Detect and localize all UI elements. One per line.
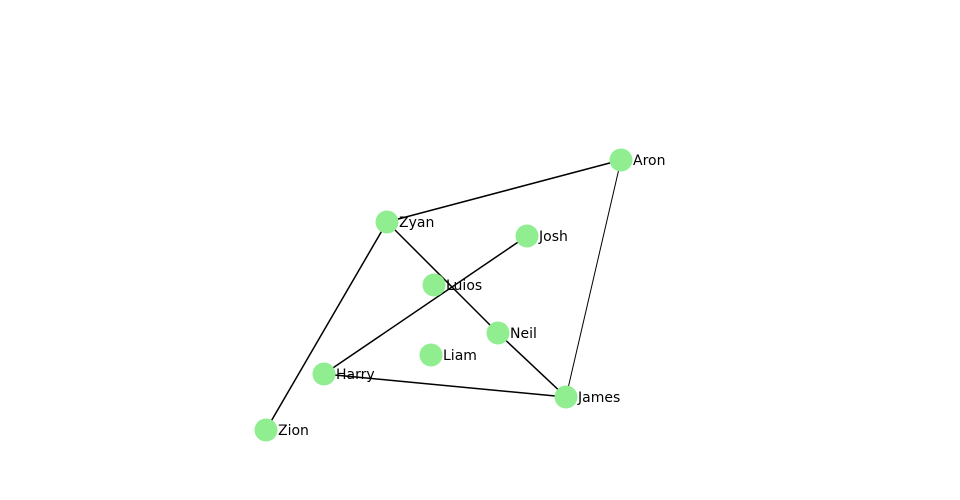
edge-neil-james xyxy=(497,332,567,398)
node-label-aron: Aron xyxy=(633,153,665,169)
node-label-zion: Zion xyxy=(278,423,309,439)
node-label-zyan: Zyan xyxy=(399,215,434,231)
node-james xyxy=(554,385,578,409)
node-label-neil: Neil xyxy=(510,326,537,342)
node-label-harry: Harry xyxy=(336,367,375,383)
node-josh xyxy=(515,224,539,248)
node-label-james: James xyxy=(577,390,620,406)
node-label-josh: Josh xyxy=(538,229,568,245)
edge-aron-james xyxy=(565,159,622,398)
node-zyan xyxy=(375,210,399,234)
edge-zyan-aron xyxy=(386,159,622,223)
node-harry xyxy=(312,362,336,386)
node-label-liam: Liam xyxy=(443,348,477,364)
edges xyxy=(265,159,622,431)
node-liam xyxy=(419,343,443,367)
edge-zyan-zion xyxy=(265,221,388,431)
edge-josh-harry xyxy=(323,235,528,375)
node-luios xyxy=(422,273,446,297)
edge-harry-james xyxy=(323,373,567,398)
node-neil xyxy=(486,321,510,345)
node-aron xyxy=(609,148,633,172)
node-zion xyxy=(254,418,278,442)
node-label-luios: Luios xyxy=(446,278,482,294)
